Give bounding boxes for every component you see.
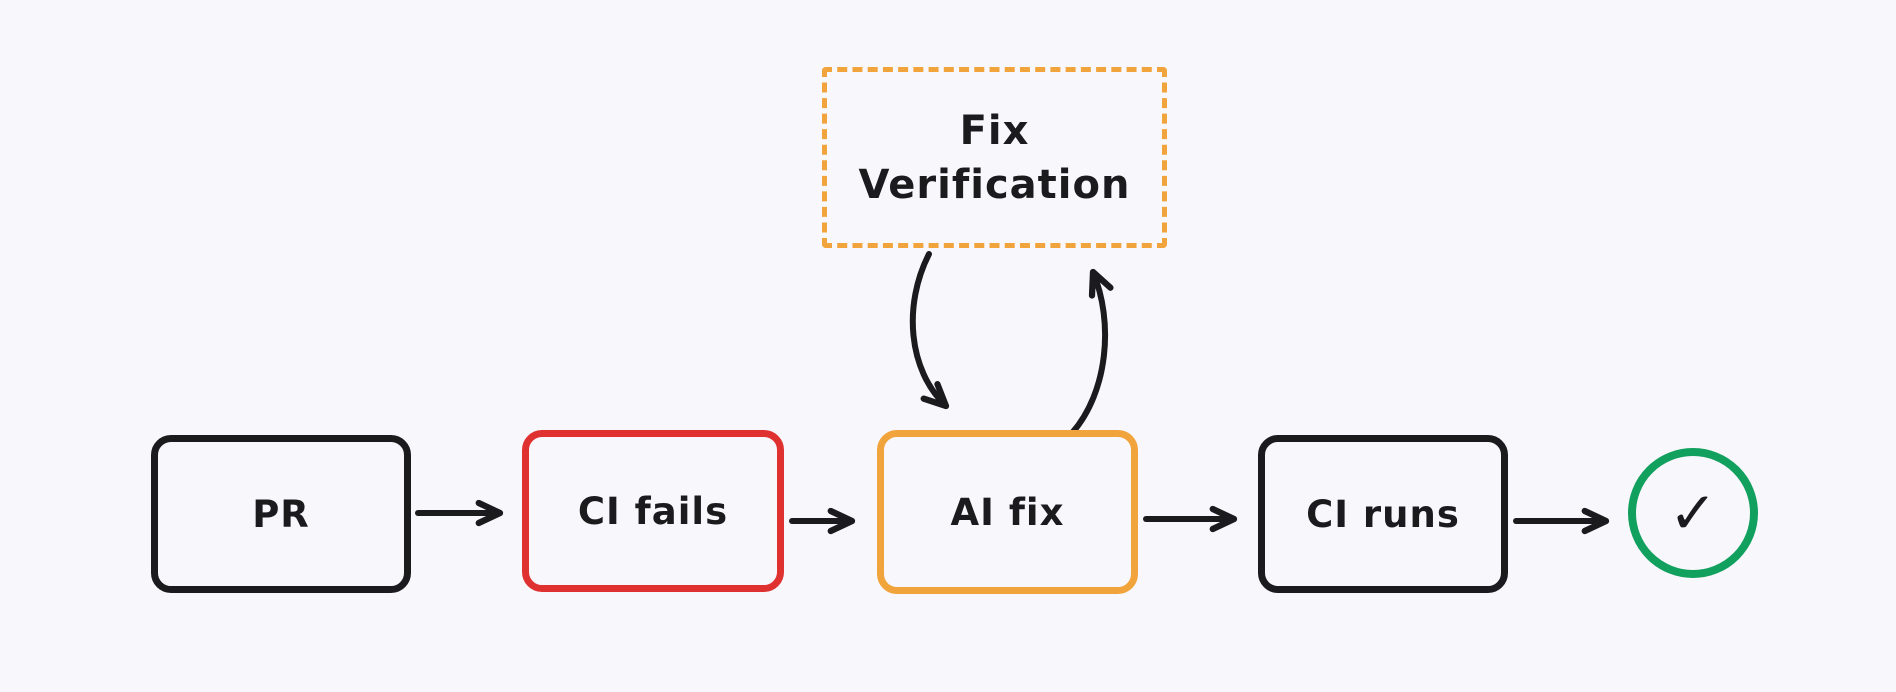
node-success: ✓ [1628, 448, 1758, 578]
pr-label: PR [252, 492, 310, 536]
node-pr: PR [151, 435, 411, 593]
ci-fails-label: CI fails [577, 489, 729, 533]
ci-runs-label: CI runs [1306, 492, 1460, 536]
fix-verification-label-line2: Verification [858, 161, 1131, 208]
node-ci-runs: CI runs [1258, 435, 1508, 593]
arrow-aifix-to-verification [1069, 268, 1114, 436]
node-ci-fails: CI fails [522, 430, 784, 592]
fix-verification-label: Fix Verification [859, 104, 1131, 212]
node-ai-fix: AI fix [877, 430, 1138, 594]
fix-verification-label-line1: Fix [959, 107, 1030, 154]
node-fix-verification: Fix Verification [822, 67, 1167, 248]
arrow-verification-to-aifix [909, 251, 950, 410]
checkmark-icon: ✓ [1668, 479, 1718, 547]
ai-fix-label: AI fix [950, 490, 1065, 534]
